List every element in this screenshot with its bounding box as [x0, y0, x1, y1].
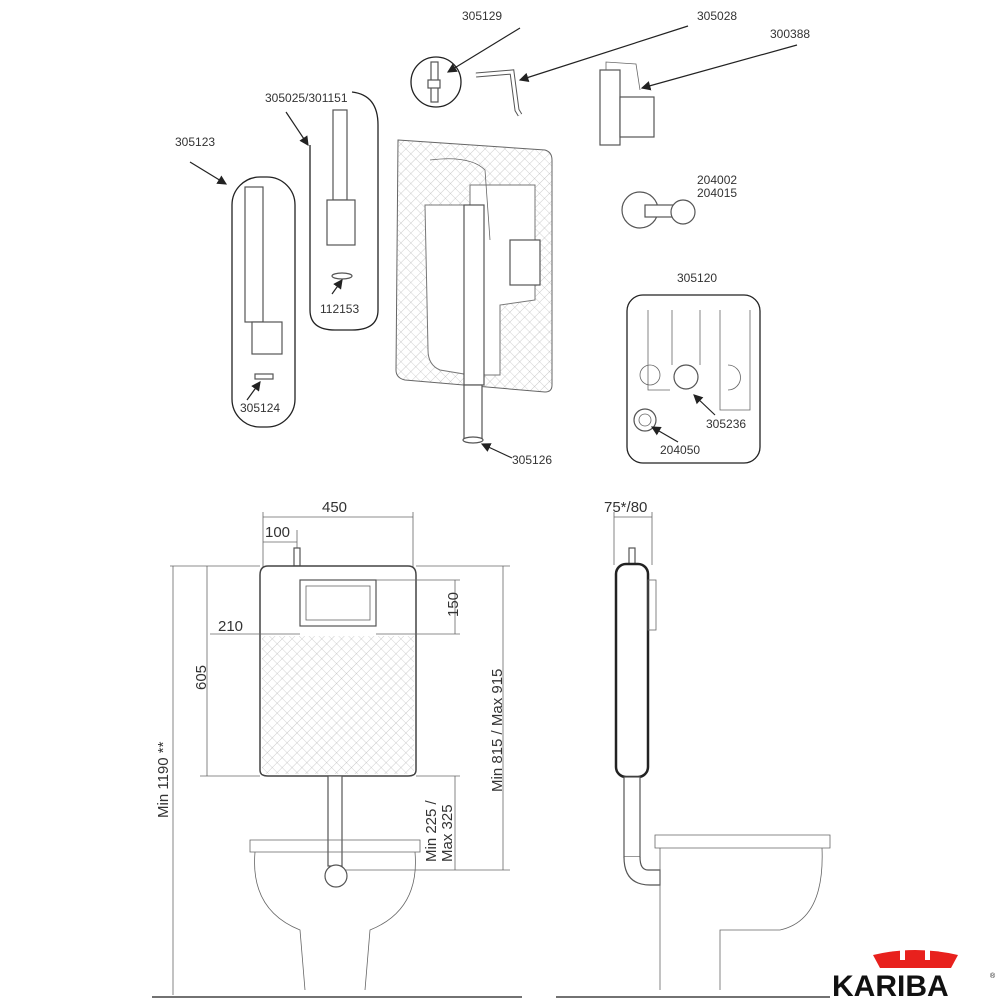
front-elevation: 450 100 150 210 605 Min 1190 ** Min 815 …	[152, 499, 522, 998]
dimension-outlet-height-1: Min 225 /	[423, 799, 440, 862]
part-label: 305124	[240, 401, 280, 415]
part-label: 305120	[677, 271, 717, 285]
brand-name: KARIBA	[832, 970, 949, 1000]
part-305123: 305123 305124	[175, 135, 296, 428]
dimension-width: 450	[322, 499, 347, 516]
part-label: 305028	[697, 9, 737, 23]
dimension-tank-height: 605	[193, 665, 210, 690]
part-305129: 305129	[410, 9, 521, 108]
part-label: 305126	[512, 453, 552, 467]
side-elevation: 75*/80	[556, 499, 831, 998]
part-300388: 300388	[599, 27, 810, 146]
part-label: 305236	[706, 417, 746, 431]
dimension-min-total: Min 1190 **	[155, 741, 172, 818]
part-204002: 204002 204015	[621, 173, 737, 229]
part-305025: 305025/301151 112153	[265, 91, 379, 331]
kariba-logo: KARIBA ®	[832, 950, 996, 1000]
part-label: 112153	[320, 302, 359, 316]
part-label: 204050	[660, 443, 700, 457]
dimension-outlet-height-2: Max 325	[439, 804, 456, 862]
dimension-panel-height: 150	[445, 592, 462, 617]
dimension-panel-offset: 210	[218, 618, 243, 635]
part-305120: 305120 305236 204050	[626, 271, 761, 464]
part-label: 204002	[697, 173, 737, 187]
cistern-frame-exploded: 305126	[395, 139, 553, 467]
part-label: 305025/301151	[265, 91, 348, 105]
part-label: 305129	[462, 9, 502, 23]
part-label: 204015	[697, 186, 737, 200]
part-305028: 305028	[475, 9, 737, 117]
dimension-mount-height: Min 815 / Max 915	[489, 669, 506, 792]
part-label: 305123	[175, 135, 215, 149]
dimension-depth: 75*/80	[604, 499, 647, 516]
registered-mark: ®	[990, 972, 996, 980]
dimension-inlet-offset: 100	[265, 524, 290, 541]
part-label: 300388	[770, 27, 810, 41]
